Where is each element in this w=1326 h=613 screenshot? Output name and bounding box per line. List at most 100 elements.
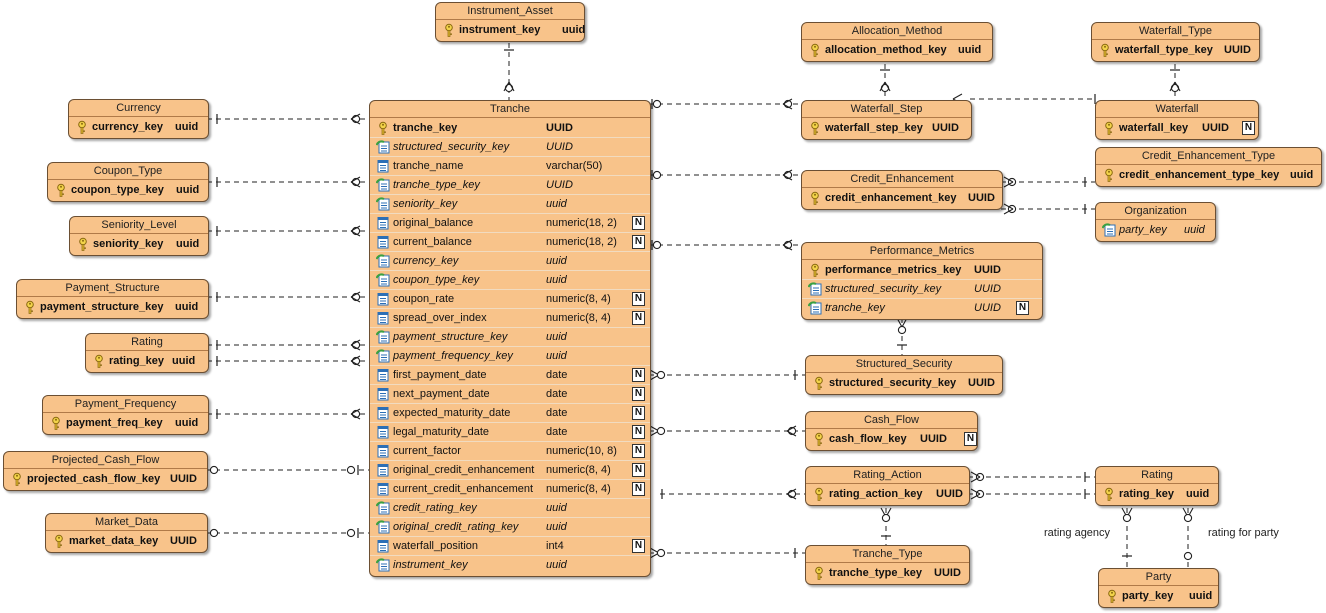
- column-name: rating_key: [109, 355, 165, 367]
- many-marker: [350, 291, 361, 303]
- column-type: uuid: [546, 331, 567, 343]
- column-type: date: [546, 388, 568, 400]
- column-type: int4: [546, 540, 564, 552]
- nullable-badge: N: [632, 311, 645, 325]
- zero-marker: [656, 370, 666, 380]
- column-name: party_key: [1122, 590, 1174, 602]
- foreign-key-icon: [375, 273, 390, 287]
- column-name: tranche_type_key: [393, 179, 480, 191]
- nullable-badge: N: [1016, 301, 1029, 315]
- column-type: uuid: [175, 301, 199, 313]
- relationship-label-rating-for-party: rating for party: [1208, 527, 1279, 539]
- column-type: numeric(8, 4): [546, 312, 611, 324]
- zero-marker: [209, 465, 219, 475]
- many-marker: [782, 169, 793, 181]
- entity-title: Party: [1099, 569, 1218, 586]
- column-icon: [376, 463, 390, 477]
- primary-key-icon: [10, 472, 24, 486]
- many-marker: [782, 98, 793, 110]
- primary-key-icon: [812, 432, 826, 446]
- zero-marker: [656, 548, 666, 558]
- nullable-badge: N: [632, 406, 645, 420]
- zero-marker: [652, 240, 662, 250]
- column-name: tranche_key: [393, 122, 458, 134]
- entity-title: Tranche: [370, 101, 650, 118]
